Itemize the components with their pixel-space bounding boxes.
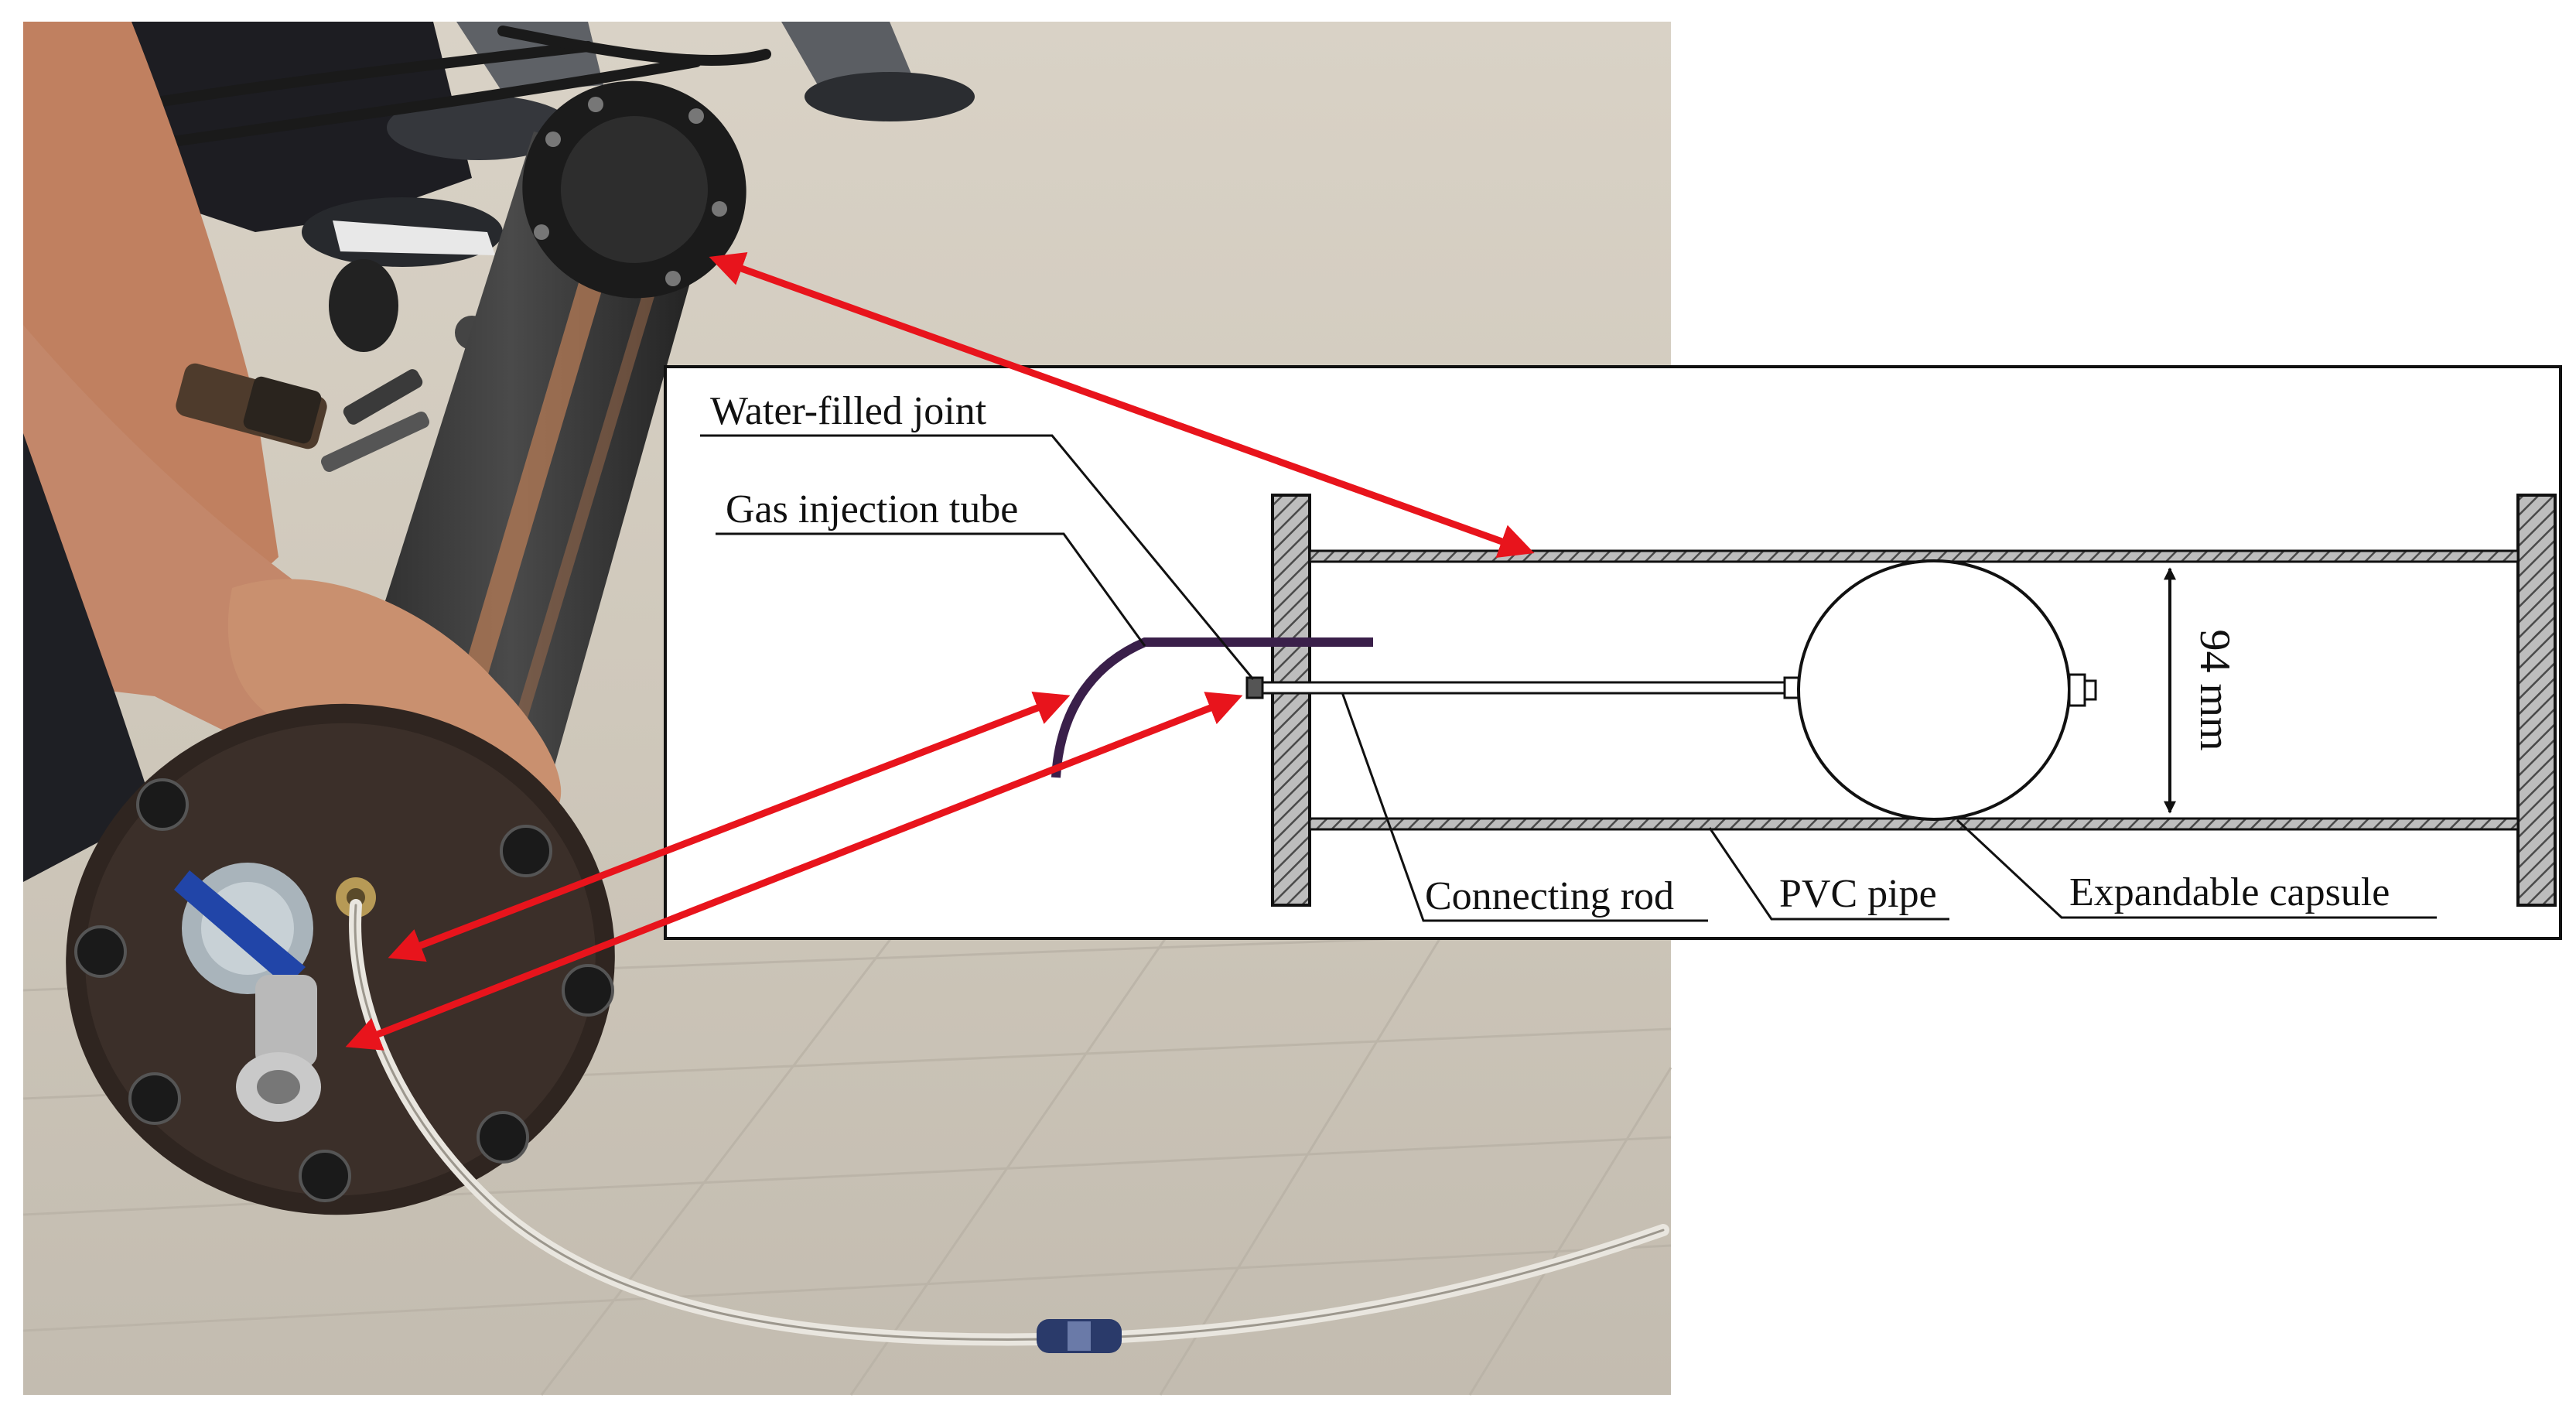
capsule-end-nut (2068, 673, 2086, 707)
arrow-pipe-to-pvc-pipe (709, 251, 1535, 559)
diameter-label: 94 mm (2191, 629, 2239, 750)
correspondence-arrows (345, 251, 1535, 1051)
transparent-gas-tube (349, 899, 1669, 1353)
label-pvc-pipe: PVC pipe (1779, 872, 1937, 916)
label-expandable-capsule: Expandable capsule (2069, 870, 2390, 914)
water-filled-joint (1245, 676, 1264, 699)
schematic-diagram: 94 mm Water-filled joint Gas injection t… (664, 365, 2562, 940)
left-flange (1271, 494, 1311, 907)
pipe-wall-top (1308, 549, 2520, 563)
right-flange (2516, 494, 2557, 907)
expandable-capsule (1797, 559, 2071, 821)
leader-connecting-rod (1341, 692, 1708, 922)
arrow-valve-to-joint (345, 692, 1243, 1051)
label-gas-injection-tube: Gas injection tube (726, 487, 1018, 531)
pipe-wall-bottom (1308, 817, 2520, 831)
connecting-rod (1261, 681, 1786, 695)
label-water-filled-joint: Water-filled joint (710, 389, 987, 433)
leader-expandable-capsule (1956, 819, 2437, 919)
far-flange (522, 80, 746, 299)
leader-pvc-pipe (1708, 827, 1949, 921)
label-connecting-rod: Connecting rod (1425, 874, 1674, 918)
ball-valve (174, 863, 321, 1122)
schematic-frame (664, 365, 2562, 940)
